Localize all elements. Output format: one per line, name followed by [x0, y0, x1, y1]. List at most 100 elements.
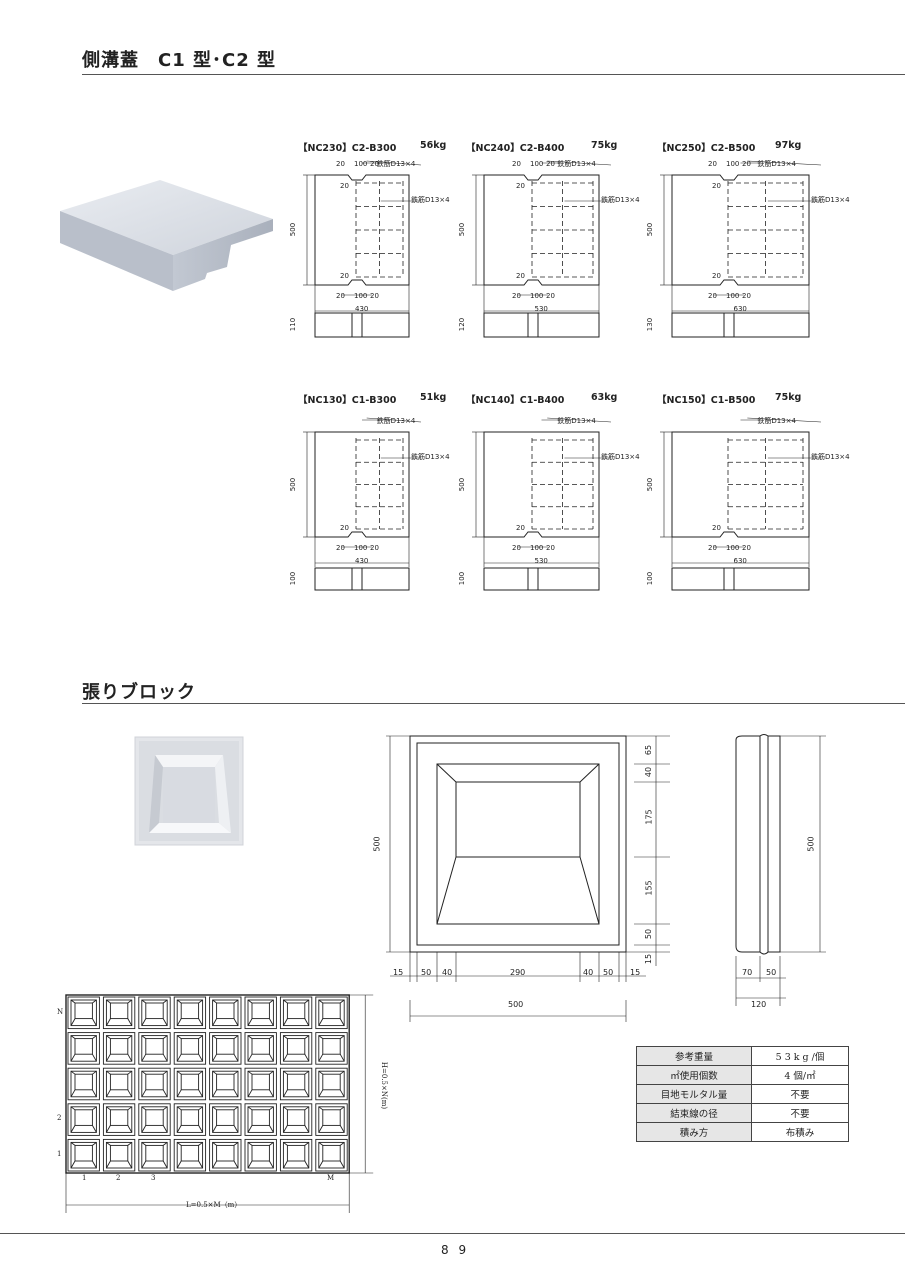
facing-block-side-drawing	[735, 734, 826, 1006]
drawing-caption: 【NC230】C2-B300	[298, 143, 397, 154]
rebar-label-top: 鉄筋D13×4	[376, 160, 416, 168]
grid-block	[315, 996, 348, 1030]
grid-block	[173, 1138, 207, 1172]
section-title-2: 張りブロック	[82, 682, 196, 703]
front-rdim-40: 40	[644, 766, 654, 778]
dim-thickness: 100	[458, 571, 467, 586]
footer-rule	[0, 1233, 905, 1234]
grid-block	[315, 1103, 348, 1136]
cover-drawing-nc230	[303, 160, 422, 338]
col-label-2: 2	[116, 1174, 121, 1182]
drawing-caption: 【NC240】C2-B400	[466, 143, 565, 154]
drawing-weight: 51kg	[420, 392, 447, 403]
grid-block	[138, 1067, 171, 1101]
dim-20-top-right: 20	[742, 160, 751, 168]
drawing-caption: 【NC150】C1-B500	[657, 395, 756, 406]
grid-block	[102, 1067, 136, 1101]
drawing-weight: 75kg	[591, 140, 618, 151]
spec-key: ㎡使用個数	[636, 1065, 752, 1085]
grid-block	[209, 1067, 242, 1101]
grid-block	[138, 1032, 171, 1065]
col-label-1: 1	[82, 1174, 87, 1182]
grid-block	[67, 996, 100, 1030]
dim-100: 100	[354, 292, 368, 300]
dim-width: 630	[733, 305, 747, 313]
spec-key: 参考重量	[636, 1046, 752, 1066]
grid-block	[315, 1067, 348, 1101]
grid-block	[138, 996, 171, 1030]
front-width-label: 500	[508, 1000, 524, 1009]
grid-block	[102, 1138, 136, 1172]
dim-thickness: 100	[289, 571, 298, 586]
row-label-n: N	[57, 1008, 64, 1016]
grid-block	[173, 1032, 207, 1065]
dim-20-left: 20	[708, 544, 717, 552]
dim-100: 100	[530, 544, 544, 552]
dim-20-left: 20	[336, 292, 345, 300]
dim-thickness: 130	[646, 317, 655, 332]
dim-20-top-left: 20	[336, 160, 345, 168]
grid-block	[67, 1138, 100, 1172]
dim-20-top-notch: 20	[516, 182, 525, 190]
dim-height: 500	[646, 222, 655, 237]
dim-20-notch: 20	[340, 272, 349, 280]
grid-block	[138, 1103, 171, 1136]
row-label-1: 1	[57, 1150, 62, 1158]
dim-20-right: 20	[370, 292, 379, 300]
front-dim-15b: 15	[630, 968, 641, 977]
grid-block	[102, 1032, 136, 1065]
cover-drawing-nc130	[303, 417, 422, 591]
front-rdim-65: 65	[644, 744, 654, 756]
dim-20-notch: 20	[712, 272, 721, 280]
grid-block	[279, 1138, 313, 1172]
grid-block	[173, 996, 207, 1030]
grid-block	[244, 1032, 277, 1065]
dim-20-right: 20	[742, 544, 751, 552]
grid-block	[315, 1138, 348, 1172]
spec-row: 結束線の径不要	[636, 1103, 849, 1123]
drawing-weight: 56kg	[420, 140, 447, 151]
page-number: 8 9	[441, 1243, 470, 1257]
dim-20-right: 20	[742, 292, 751, 300]
grid-block	[67, 1103, 100, 1136]
front-dim-40a: 40	[442, 968, 453, 977]
rebar-label-top: 鉄筋D13×4	[376, 417, 416, 425]
dim-20-left: 20	[708, 292, 717, 300]
grid-block	[67, 1032, 100, 1065]
drawing-weight: 63kg	[591, 392, 618, 403]
dim-100-top: 100	[354, 160, 368, 168]
dim-100: 100	[354, 544, 368, 552]
front-dim-40b: 40	[583, 968, 594, 977]
dim-height: 500	[458, 477, 467, 491]
dim-20-top-notch: 20	[712, 182, 721, 190]
spec-value: 4 個/㎡	[751, 1065, 849, 1085]
front-dim-50a: 50	[421, 968, 432, 977]
drawing-caption: 【NC130】C1-B300	[298, 395, 397, 406]
dim-100-top: 100	[726, 160, 740, 168]
side-dim-50: 50	[766, 968, 777, 977]
dim-100: 100	[530, 292, 544, 300]
spec-value: 不要	[751, 1084, 849, 1104]
layout-width-label: L=0.5×M（m）	[186, 1201, 242, 1209]
dim-20-top-left: 20	[512, 160, 521, 168]
spec-key: 目地モルタル量	[636, 1084, 752, 1104]
drawing-weight: 97kg	[775, 140, 802, 151]
laying-grid-svg	[65, 994, 374, 1213]
dim-thickness: 120	[458, 317, 467, 332]
dim-20-top-left: 20	[708, 160, 717, 168]
front-dim-15a: 15	[393, 968, 404, 977]
section-rule-2	[82, 703, 905, 704]
grid-block	[173, 1067, 207, 1101]
dim-thickness: 100	[646, 571, 655, 586]
dim-20-right: 20	[546, 292, 555, 300]
facing-block-front-drawing	[386, 735, 670, 1022]
row-label-2: 2	[57, 1114, 62, 1122]
dim-height: 500	[289, 477, 298, 491]
grid-block	[209, 1138, 242, 1172]
dim-height: 500	[458, 222, 467, 237]
spec-value: 布積み	[751, 1122, 849, 1142]
dim-100-top: 100	[530, 160, 544, 168]
grid-block	[279, 1032, 313, 1065]
cover-drawing-nc140	[472, 417, 612, 591]
grid-block	[209, 1032, 242, 1065]
